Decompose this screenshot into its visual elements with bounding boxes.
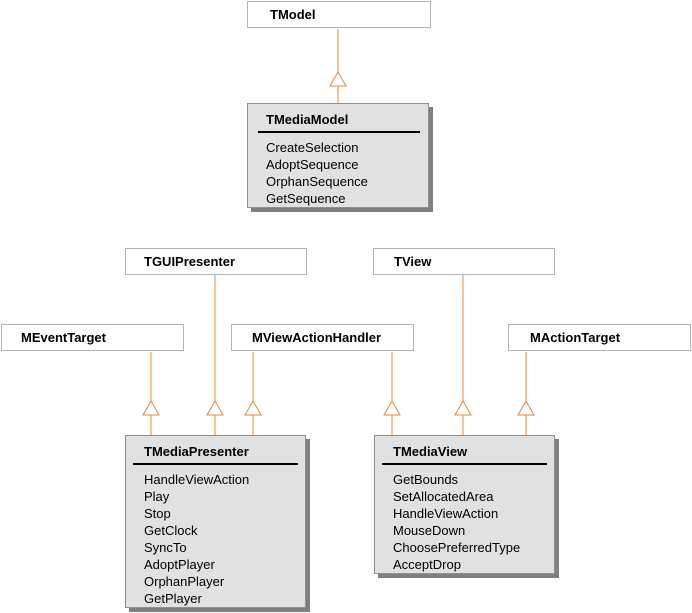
class-name: MActionTarget (530, 330, 621, 345)
method-item: OrphanSequence (266, 174, 368, 189)
inheritance-arrow-tview (454, 399, 472, 416)
method-list: CreateSelection AdoptSequence OrphanSequ… (266, 139, 368, 207)
class-box-tview: TView (373, 248, 555, 275)
title-divider (382, 463, 547, 465)
class-name: MEventTarget (21, 330, 106, 345)
title-divider (258, 131, 420, 133)
inheritance-arrow-mviewactionhandler-presenter (244, 399, 262, 416)
class-box-meventtarget: MEventTarget (1, 324, 184, 351)
inheritance-arrow-mviewactionhandler-view (383, 399, 401, 416)
class-box-mactiontarget: MActionTarget (508, 324, 691, 351)
class-box-tmediamodel: TMediaModel CreateSelection AdoptSequenc… (247, 103, 429, 208)
method-item: GetClock (144, 523, 198, 538)
class-box-mviewactionhandler: MViewActionHandler (231, 324, 414, 351)
inheritance-arrow-mactiontarget (517, 399, 535, 416)
class-name: TMediaView (393, 444, 468, 459)
inheritance-arrow-meventtarget (142, 399, 160, 416)
method-item: AcceptDrop (393, 557, 461, 572)
class-box-tmediapresenter: TMediaPresenter HandleViewAction Play St… (125, 435, 306, 608)
method-list: GetBounds SetAllocatedArea HandleViewAct… (393, 471, 520, 573)
inheritance-arrow-tmodel (329, 70, 347, 87)
title-divider (133, 463, 298, 465)
class-box-tmodel: TModel (247, 1, 431, 28)
class-name: MViewActionHandler (252, 330, 382, 345)
class-box-tguipresenter: TGUIPresenter (125, 248, 307, 275)
method-item: ChoosePreferredType (393, 540, 521, 555)
class-name: TGUIPresenter (144, 254, 236, 269)
class-box-tmediaview: TMediaView GetBounds SetAllocatedArea Ha… (374, 435, 555, 574)
method-item: OrphanPlayer (144, 574, 225, 589)
method-item: AdoptPlayer (144, 557, 215, 572)
method-item: SyncTo (144, 540, 187, 555)
method-item: Stop (144, 506, 171, 521)
method-item: GetSequence (266, 191, 346, 206)
method-item: CreateSelection (266, 140, 359, 155)
method-item: HandleViewAction (393, 506, 499, 521)
method-item: SetAllocatedArea (393, 489, 494, 504)
class-name: TMediaPresenter (144, 444, 249, 459)
method-item: Play (144, 489, 170, 504)
method-item: MouseDown (393, 523, 466, 538)
class-name: TModel (270, 7, 316, 22)
inheritance-arrow-tguipresenter (206, 399, 224, 416)
class-name: TView (394, 254, 432, 269)
method-item: AdoptSequence (266, 157, 359, 172)
method-item: HandleViewAction (144, 472, 250, 487)
method-item: GetBounds (393, 472, 459, 487)
method-item: GetPlayer (144, 591, 202, 606)
method-list: HandleViewAction Play Stop GetClock Sync… (144, 471, 249, 607)
class-name: TMediaModel (266, 112, 349, 127)
